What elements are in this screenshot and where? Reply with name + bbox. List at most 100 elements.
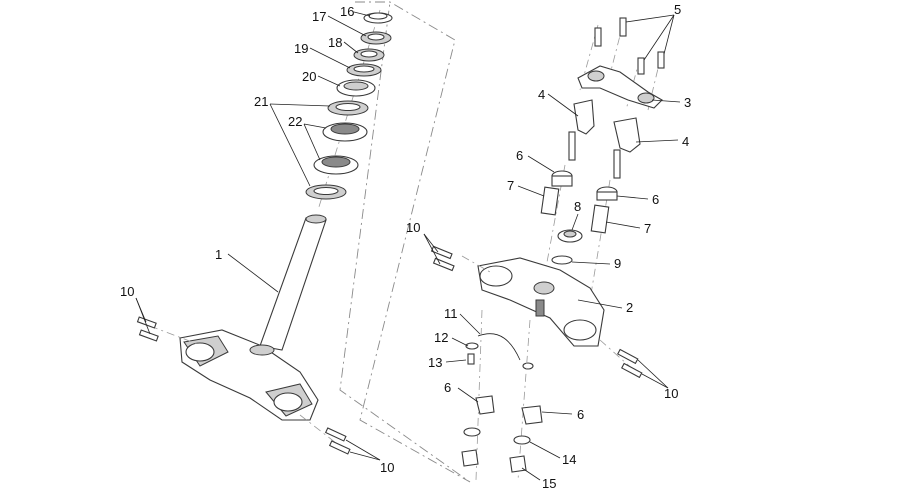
callout-labels: 1 2 3 4 4 5 6 6 6 6 7 7 8 9 10 10 10 10 … bbox=[120, 2, 691, 490]
leader-2 bbox=[577, 299, 623, 309]
part-11-circlip bbox=[477, 333, 521, 361]
part-21-seal-lower-hole bbox=[313, 186, 339, 196]
top-yoke-stem-bore bbox=[533, 281, 555, 295]
callout-7-b: 7 bbox=[644, 221, 651, 236]
callout-10-d: 10 bbox=[664, 386, 678, 401]
leader-13 bbox=[445, 359, 467, 363]
left-clamp-bore bbox=[185, 342, 215, 362]
bolt-lower bbox=[328, 440, 351, 455]
leader-10-f bbox=[423, 233, 441, 265]
callout-3: 3 bbox=[684, 95, 691, 110]
part-17-washer-hole bbox=[367, 33, 385, 41]
bolt-lower-a bbox=[617, 348, 639, 365]
callout-1: 1 bbox=[215, 247, 222, 262]
top-yoke-lug bbox=[535, 299, 545, 317]
callout-5: 5 bbox=[674, 2, 681, 17]
nut-15-left bbox=[461, 449, 479, 467]
callout-6-d: 6 bbox=[577, 407, 584, 422]
part-16-nut-inner bbox=[368, 12, 388, 20]
riser-part-4-left bbox=[568, 99, 595, 161]
stem-tube bbox=[259, 217, 327, 351]
bolt-3 bbox=[637, 57, 645, 75]
leader-8 bbox=[571, 213, 579, 231]
bolt-upper bbox=[324, 427, 347, 442]
bolt-upper-b bbox=[432, 257, 455, 272]
bushing-6-lower-left bbox=[475, 395, 495, 415]
leader-1 bbox=[227, 253, 279, 293]
leader-5-a bbox=[625, 14, 675, 23]
part-19-ring-hole bbox=[353, 65, 375, 73]
bushing-6-left-body bbox=[551, 175, 573, 187]
washer-14-left bbox=[463, 427, 481, 437]
part-18-washer-hole bbox=[360, 50, 378, 58]
stem-nut-washer-parts-8-9 bbox=[551, 229, 583, 265]
callout-12: 12 bbox=[434, 330, 448, 345]
left-lower-bolts-part-10 bbox=[299, 414, 351, 455]
steering-stem-part-1 bbox=[179, 214, 327, 421]
leader-21-b bbox=[269, 103, 311, 187]
part-8-nut-bore bbox=[563, 230, 577, 238]
leader-10-c bbox=[345, 439, 381, 461]
leader-15 bbox=[521, 467, 541, 481]
callout-6-b: 6 bbox=[652, 192, 659, 207]
bushing-6-right-body bbox=[596, 191, 618, 201]
part-20-bearing-inner bbox=[343, 81, 369, 91]
callout-8: 8 bbox=[574, 199, 581, 214]
leader-20 bbox=[317, 75, 341, 87]
callout-20: 20 bbox=[302, 69, 316, 84]
leader-9 bbox=[571, 261, 611, 265]
callout-6-c: 6 bbox=[444, 380, 451, 395]
bolt-2 bbox=[619, 17, 627, 37]
riser-stud bbox=[613, 149, 621, 179]
leader-6-a bbox=[527, 155, 555, 173]
callout-6-a: 6 bbox=[516, 148, 523, 163]
leader-19 bbox=[309, 47, 351, 69]
bolt-lower-b bbox=[621, 362, 643, 379]
riser-part-4-right bbox=[613, 117, 641, 179]
callout-16: 16 bbox=[340, 4, 354, 19]
clamp-cap-right bbox=[637, 92, 655, 104]
stem-top-end bbox=[305, 214, 327, 224]
stem-base bbox=[249, 344, 275, 356]
handlebar-clamp-part-3 bbox=[577, 65, 663, 109]
callout-15: 15 bbox=[542, 476, 556, 490]
bolt-4 bbox=[657, 51, 665, 69]
top-yoke-left-bore bbox=[479, 265, 513, 287]
leader-5-c bbox=[663, 14, 675, 55]
callout-2: 2 bbox=[626, 300, 633, 315]
part-13-screw bbox=[467, 353, 475, 365]
leader-22-b bbox=[303, 123, 321, 161]
right-lower-axis bbox=[517, 319, 531, 481]
leader-10-b bbox=[135, 297, 151, 335]
callout-21: 21 bbox=[254, 94, 268, 109]
leader-10-h bbox=[641, 373, 669, 389]
leader-14 bbox=[529, 441, 561, 459]
leader-4-right bbox=[635, 139, 679, 143]
top-yoke-right-bore bbox=[563, 319, 597, 341]
leader-6-c bbox=[457, 387, 479, 403]
callout-18: 18 bbox=[328, 35, 342, 50]
callout-11: 11 bbox=[444, 306, 458, 321]
leader-21-a bbox=[269, 103, 331, 107]
leader-16 bbox=[353, 11, 371, 17]
leader-7-b bbox=[605, 221, 641, 229]
bolt-1 bbox=[594, 27, 602, 47]
leader-10-g bbox=[637, 359, 669, 389]
clamp-cap-left bbox=[587, 70, 605, 82]
nut-15-right bbox=[509, 455, 527, 473]
leader-6-d bbox=[541, 411, 573, 415]
riser-body bbox=[573, 99, 595, 135]
callout-4-right: 4 bbox=[682, 134, 689, 149]
right-clamp-bore bbox=[273, 392, 303, 412]
callout-10-c: 10 bbox=[406, 220, 420, 235]
callout-14: 14 bbox=[562, 452, 576, 467]
callout-10-b: 10 bbox=[380, 460, 394, 475]
bolt-upper-a bbox=[430, 245, 453, 260]
leader-7-a bbox=[517, 185, 545, 197]
callout-4-left: 4 bbox=[538, 87, 545, 102]
spacer-7-right bbox=[590, 204, 610, 234]
group-boundary-frame bbox=[339, 1, 471, 483]
part-9-washer bbox=[551, 255, 573, 265]
riser-stud bbox=[568, 131, 576, 161]
